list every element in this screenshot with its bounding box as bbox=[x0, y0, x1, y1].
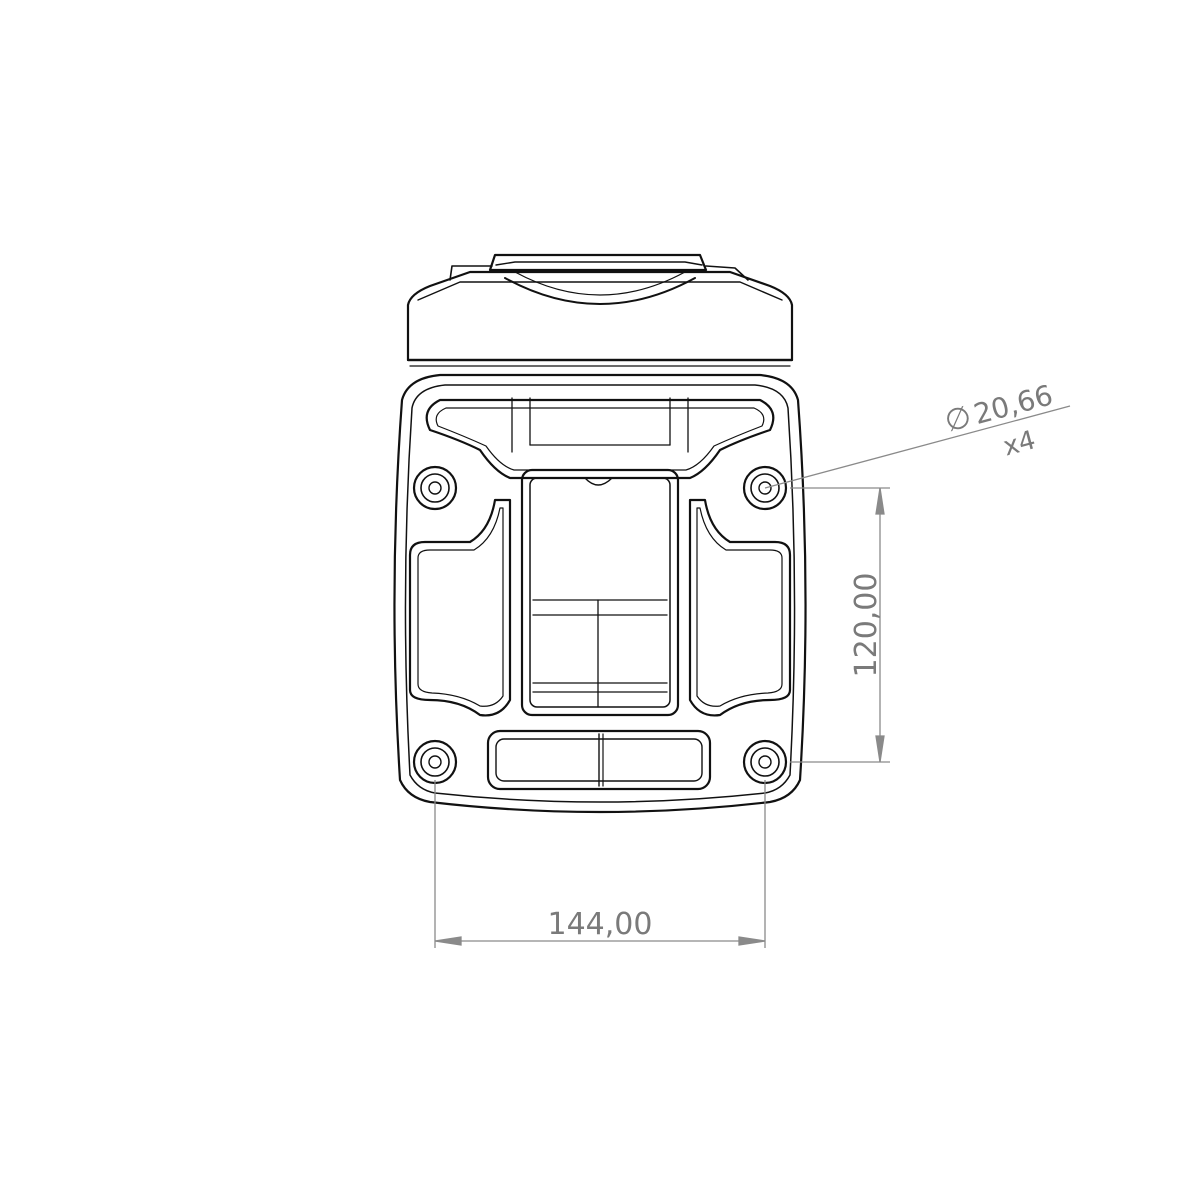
horizontal-arrow-right bbox=[738, 936, 766, 946]
mount-hole-top-right bbox=[742, 465, 788, 511]
body-outer bbox=[393, 373, 807, 814]
top-ridge-inner bbox=[495, 261, 703, 266]
dimension-lines bbox=[434, 405, 1071, 948]
top-tab-left bbox=[449, 265, 493, 281]
mount-hole-bottom-left bbox=[412, 739, 458, 785]
hole-count: x4 bbox=[1000, 425, 1039, 462]
vertical-spacing-label: 120,00 bbox=[849, 573, 884, 678]
top-recess-inner bbox=[435, 407, 765, 471]
center-window-notch bbox=[584, 477, 613, 486]
mount-hole-top-left bbox=[412, 465, 458, 511]
upper-housing-inner bbox=[417, 281, 783, 301]
vertical-arrow-top bbox=[875, 487, 885, 515]
diameter-symbol: ∅ bbox=[941, 399, 975, 440]
diameter-leader bbox=[764, 405, 1071, 489]
top-ridge bbox=[488, 253, 708, 272]
mount-hole-bottom-right bbox=[742, 739, 788, 785]
left-pocket-inner bbox=[417, 507, 504, 707]
vertical-arrow-bottom bbox=[875, 735, 885, 763]
top-arch bbox=[504, 277, 696, 305]
diameter-value: 20,66 bbox=[970, 378, 1056, 431]
body-inner bbox=[404, 384, 796, 803]
top-arch-inner bbox=[514, 271, 686, 296]
dimension-labels: ∅ 20,66 x4 120,00 144,00 bbox=[548, 378, 1057, 942]
part-outline bbox=[393, 253, 807, 814]
horizontal-spacing-label: 144,00 bbox=[548, 907, 653, 942]
right-pocket-inner bbox=[696, 507, 783, 707]
center-window-outer bbox=[520, 468, 680, 717]
right-pocket bbox=[688, 498, 792, 717]
horizontal-arrow-left bbox=[434, 936, 462, 946]
bottom-slot-outer bbox=[486, 729, 712, 791]
left-pocket bbox=[408, 498, 512, 717]
center-window-inner bbox=[529, 477, 671, 708]
upper-housing bbox=[406, 270, 794, 362]
top-recess bbox=[425, 398, 775, 480]
